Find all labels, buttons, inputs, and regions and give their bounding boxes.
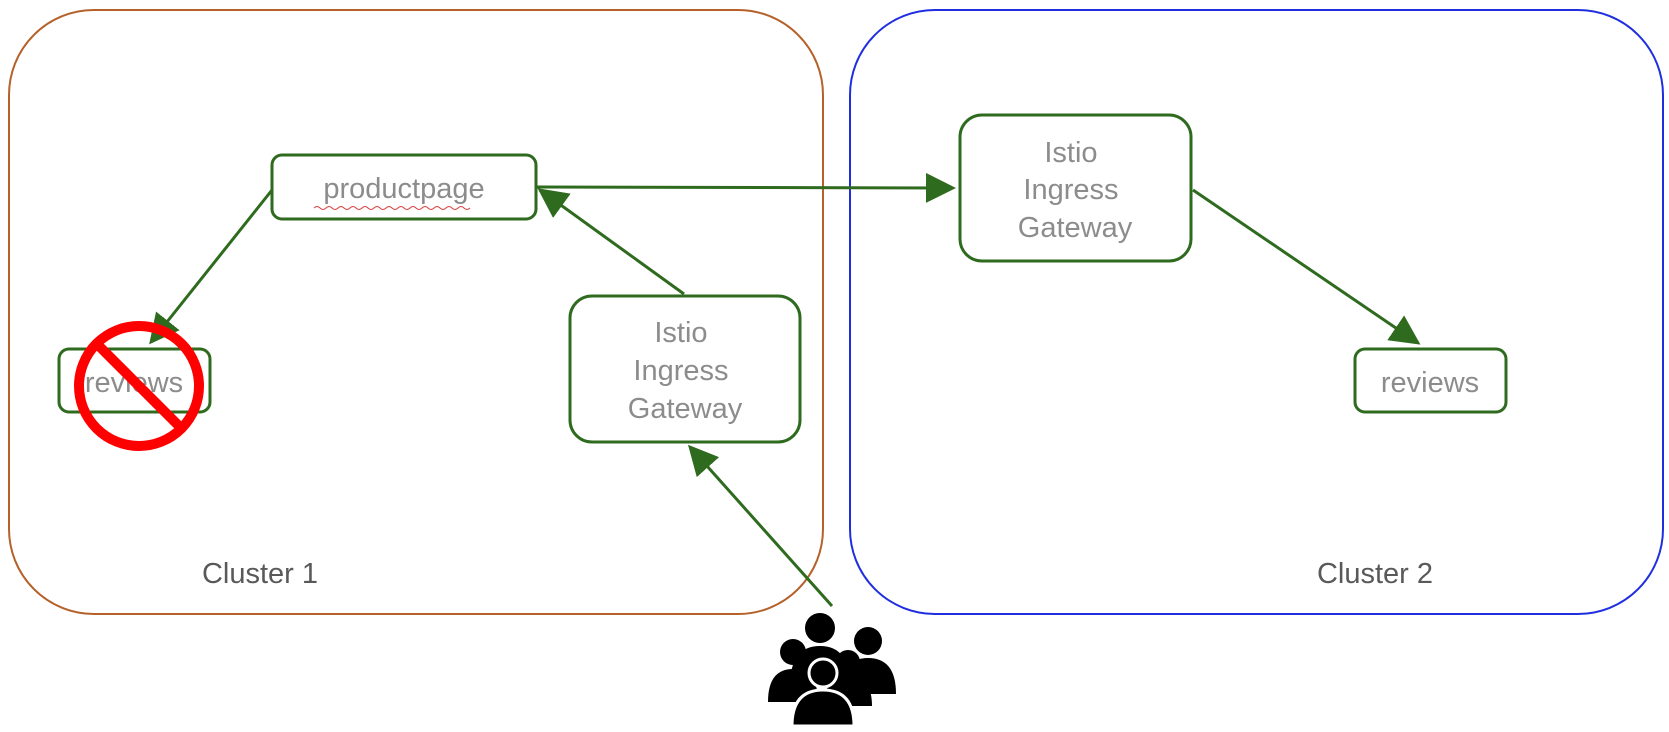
node-ingress-cluster-2-line-2: Ingress (1023, 174, 1118, 206)
node-ingress-cluster-1-label: Istio Ingress Gateway (628, 317, 743, 425)
edge-productpage-to-reviews-1 (149, 189, 274, 345)
node-ingress-cluster-1-line-1: Istio (654, 317, 707, 349)
cluster-2-label: Cluster 2 (1317, 558, 1433, 590)
node-ingress-cluster-2-line-1: Istio (1044, 137, 1097, 169)
node-ingress-cluster-2-label: Istio Ingress Gateway (1018, 137, 1133, 244)
node-ingress-cluster-1-line-3: Gateway (628, 393, 743, 425)
node-ingress-cluster-1-line-2: Ingress (633, 355, 728, 387)
edge-ingress-2-to-reviews-2 (1192, 188, 1421, 345)
cluster-2-boundary (849, 9, 1664, 615)
cluster-1-boundary (8, 9, 824, 615)
node-reviews-cluster-2-label: reviews (1381, 367, 1479, 399)
cluster-1-label: Cluster 1 (202, 558, 318, 590)
users-group-icon (768, 613, 896, 728)
edge-users-to-ingress-1 (688, 444, 834, 607)
node-ingress-cluster-1: Istio Ingress Gateway (568, 294, 802, 444)
node-ingress-cluster-2: Istio Ingress Gateway (958, 113, 1193, 263)
edge-ingress-1-to-productpage (537, 188, 685, 296)
node-reviews-cluster-2: reviews (1353, 347, 1508, 414)
prohibited-icon (74, 321, 204, 451)
node-productpage-label: productpage (323, 173, 484, 205)
edge-productpage-to-ingress-2 (536, 172, 956, 203)
node-productpage: productpage (270, 153, 538, 221)
spellcheck-underline (313, 206, 471, 210)
node-ingress-cluster-2-line-3: Gateway (1018, 212, 1133, 244)
